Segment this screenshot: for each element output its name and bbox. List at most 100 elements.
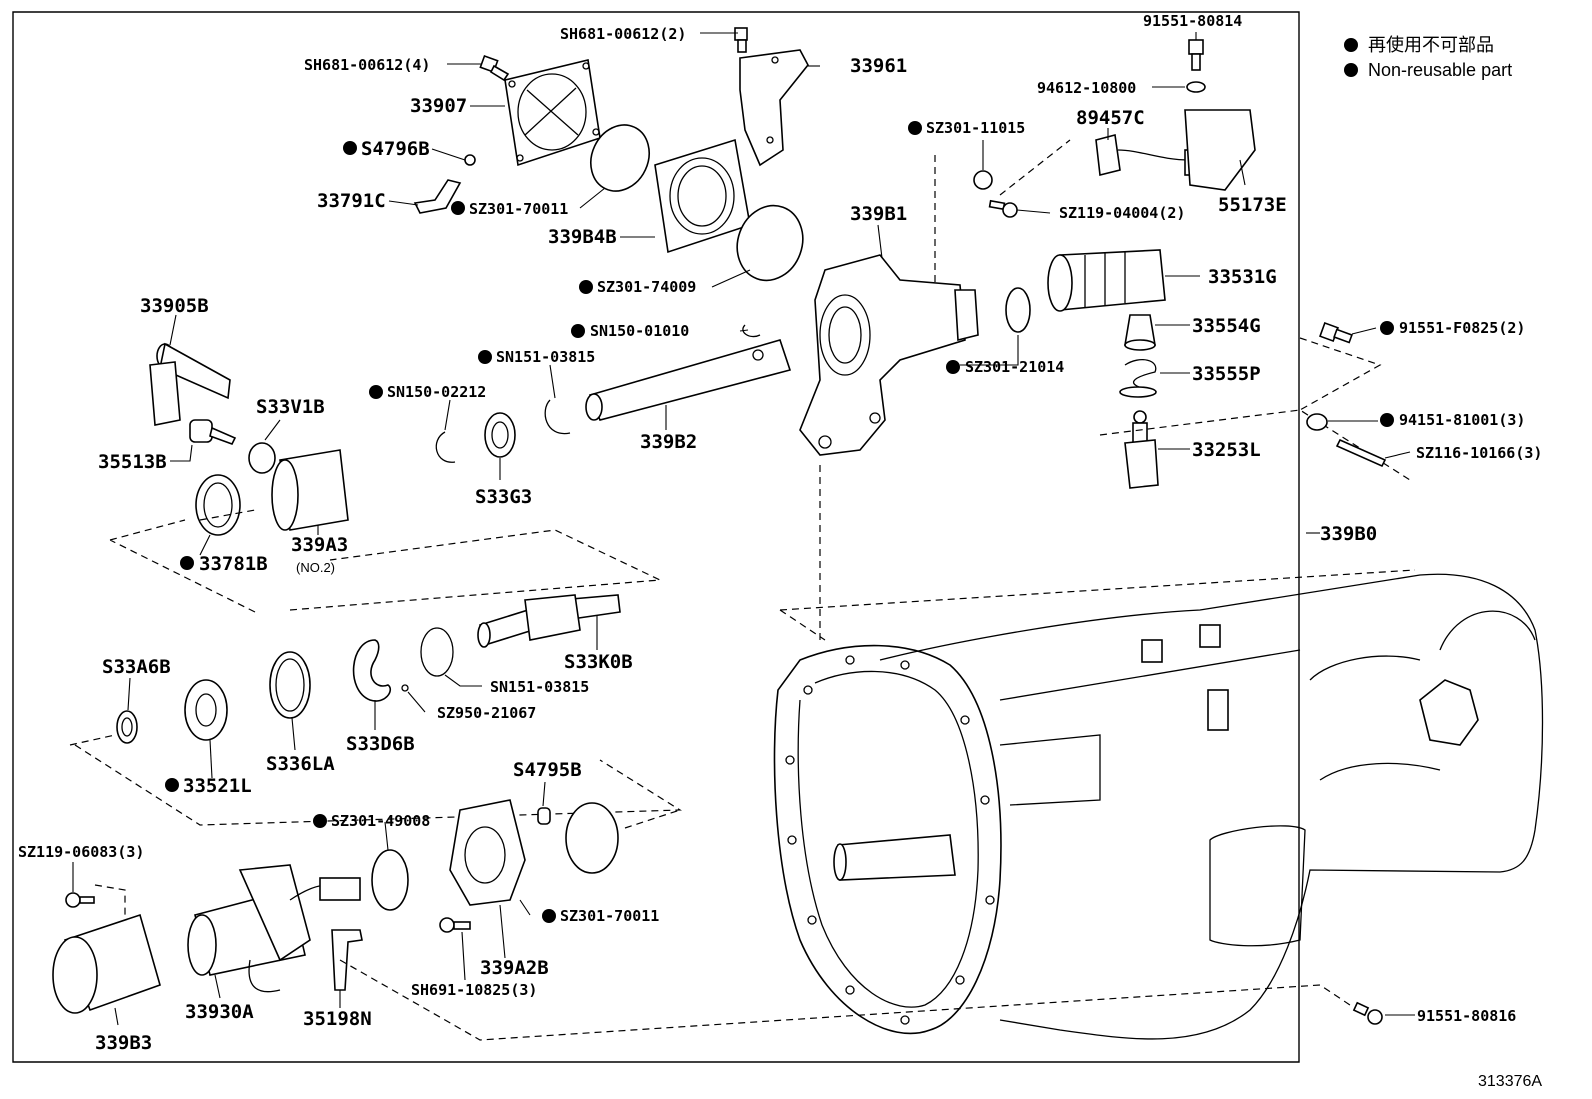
label-339a3: 339A3 xyxy=(291,534,348,556)
non-reusable-dot-icon xyxy=(946,360,960,374)
part-33781b xyxy=(195,474,241,536)
label-339b0: 339B0 xyxy=(1320,523,1377,545)
label-s33a6b: S33A6B xyxy=(102,656,171,678)
part-s33g3 xyxy=(484,412,516,458)
label-sz116-10166-3: SZ116-10166(3) xyxy=(1416,444,1542,462)
nut-94151-81001 xyxy=(1306,413,1328,431)
label-55173e: 55173E xyxy=(1218,194,1287,216)
label-sz950-21067: SZ950-21067 xyxy=(437,704,536,722)
label-94612-10800: 94612-10800 xyxy=(1037,79,1136,97)
non-reusable-dot-icon xyxy=(571,324,585,338)
part-33905b xyxy=(149,342,231,426)
label-sz119-04004-2: SZ119-04004(2) xyxy=(1059,204,1185,222)
part-35513b xyxy=(189,419,237,445)
label-s33k0b: S33K0B xyxy=(564,651,633,673)
bolt-91551-f0825 xyxy=(1319,322,1353,344)
label-sz301-70011-a: SZ301-70011 xyxy=(469,200,568,218)
part-s33v1b xyxy=(248,442,276,474)
label-s4796b: S4796B xyxy=(361,138,430,160)
label-no2: (NO.2) xyxy=(296,560,335,575)
bolt-sh691-10825 xyxy=(439,917,471,933)
label-sn151-03815-a: SN151-03815 xyxy=(496,348,595,366)
part-339b3 xyxy=(52,913,161,1014)
part-33554g xyxy=(1124,314,1156,351)
label-sn151-03815-b: SN151-03815 xyxy=(490,678,589,696)
ring-sn151-03815-top xyxy=(544,399,571,435)
oring-sz301-11015 xyxy=(973,170,993,190)
label-sh691-10825-3: SH691-10825(3) xyxy=(411,981,537,999)
label-33781b: 33781B xyxy=(199,553,268,575)
oring-sz301-70011-low xyxy=(565,802,619,874)
non-reusable-dot-icon xyxy=(542,909,556,923)
part-33907 xyxy=(504,59,601,167)
assembly-frame xyxy=(12,11,1300,1063)
part-33930a xyxy=(187,864,361,993)
oring-sz301-74009 xyxy=(736,204,804,282)
ring-sn150-01010 xyxy=(742,324,761,338)
label-35513b: 35513B xyxy=(98,451,167,473)
bolt-sz119-04004 xyxy=(988,199,1018,218)
label-s33v1b: S33V1B xyxy=(256,396,325,418)
legend: 再使用不可部品 Non-reusable part xyxy=(1344,35,1512,80)
part-339b2 xyxy=(585,339,792,421)
label-33791c: 33791C xyxy=(317,190,386,212)
label-33930a: 33930A xyxy=(185,1001,254,1023)
label-339b1: 339B1 xyxy=(850,203,907,225)
part-s336la xyxy=(269,651,311,719)
part-339b1 xyxy=(799,254,979,456)
bolt-sz119-06083 xyxy=(65,892,95,908)
part-33521l xyxy=(184,679,228,741)
legend-dot-icon xyxy=(1344,38,1358,52)
label-sh681-00612-2: SH681-00612(2) xyxy=(560,25,686,43)
label-91551-f0825-2: 91551-F0825(2) xyxy=(1399,319,1525,337)
label-33961: 33961 xyxy=(850,55,907,77)
label-33531g: 33531G xyxy=(1208,266,1277,288)
non-reusable-dot-icon xyxy=(1380,413,1394,427)
legend-jp: 再使用不可部品 xyxy=(1368,35,1494,55)
label-33554g: 33554G xyxy=(1192,315,1261,337)
label-sn150-02212: SN150-02212 xyxy=(387,383,486,401)
oring-sz301-70011-top xyxy=(590,124,650,192)
part-s4796b xyxy=(464,154,476,166)
ring-sn150-02212 xyxy=(435,431,456,463)
part-s4795b xyxy=(537,807,551,825)
part-339a2b xyxy=(449,799,526,906)
label-339a2b: 339A2B xyxy=(480,957,549,979)
non-reusable-dot-icon xyxy=(478,350,492,364)
label-339b4b: 339B4B xyxy=(548,226,617,248)
washer-94612-10800 xyxy=(1186,81,1206,93)
ring-sn151-03815-low xyxy=(420,627,454,677)
leader-lines xyxy=(72,32,1415,1026)
label-sz301-11015: SZ301-11015 xyxy=(926,119,1025,137)
label-94151-81001-3: 94151-81001(3) xyxy=(1399,411,1525,429)
label-sz301-21014: SZ301-21014 xyxy=(965,358,1064,376)
label-33521l: 33521L xyxy=(183,775,252,797)
label-sz119-06083-3: SZ119-06083(3) xyxy=(18,843,144,861)
label-89457c: 89457C xyxy=(1076,107,1145,129)
label-sz301-49008: SZ301-49008 xyxy=(331,812,430,830)
bolt-91551-80816 xyxy=(1352,1001,1383,1025)
non-reusable-dot-icon xyxy=(579,280,593,294)
label-sz301-70011-b: SZ301-70011 xyxy=(560,907,659,925)
part-33791c xyxy=(413,179,462,214)
part-s33a6b xyxy=(116,710,138,744)
label-sz301-74009: SZ301-74009 xyxy=(597,278,696,296)
part-33555p xyxy=(1119,359,1157,398)
oring-sz301-49008 xyxy=(371,849,409,911)
part-33961 xyxy=(739,49,809,167)
label-339b2: 339B2 xyxy=(640,431,697,453)
part-35198n xyxy=(331,929,363,991)
label-s336la: S336LA xyxy=(266,753,335,775)
non-reusable-dot-icon xyxy=(369,385,383,399)
figure-id: 313376A xyxy=(1478,1073,1542,1090)
label-s33d6b: S33D6B xyxy=(346,733,415,755)
non-reusable-dot-icon xyxy=(165,778,179,792)
part-339a3 xyxy=(271,449,349,531)
part-55173e xyxy=(1184,109,1256,191)
part-sz950-21067 xyxy=(401,684,409,692)
label-sh681-00612-4: SH681-00612(4) xyxy=(304,56,430,74)
non-reusable-dot-icon xyxy=(180,556,194,570)
part-33531g xyxy=(1047,249,1166,312)
bolt-sh681-00612-2 xyxy=(734,27,748,53)
label-33253l: 33253L xyxy=(1192,439,1261,461)
